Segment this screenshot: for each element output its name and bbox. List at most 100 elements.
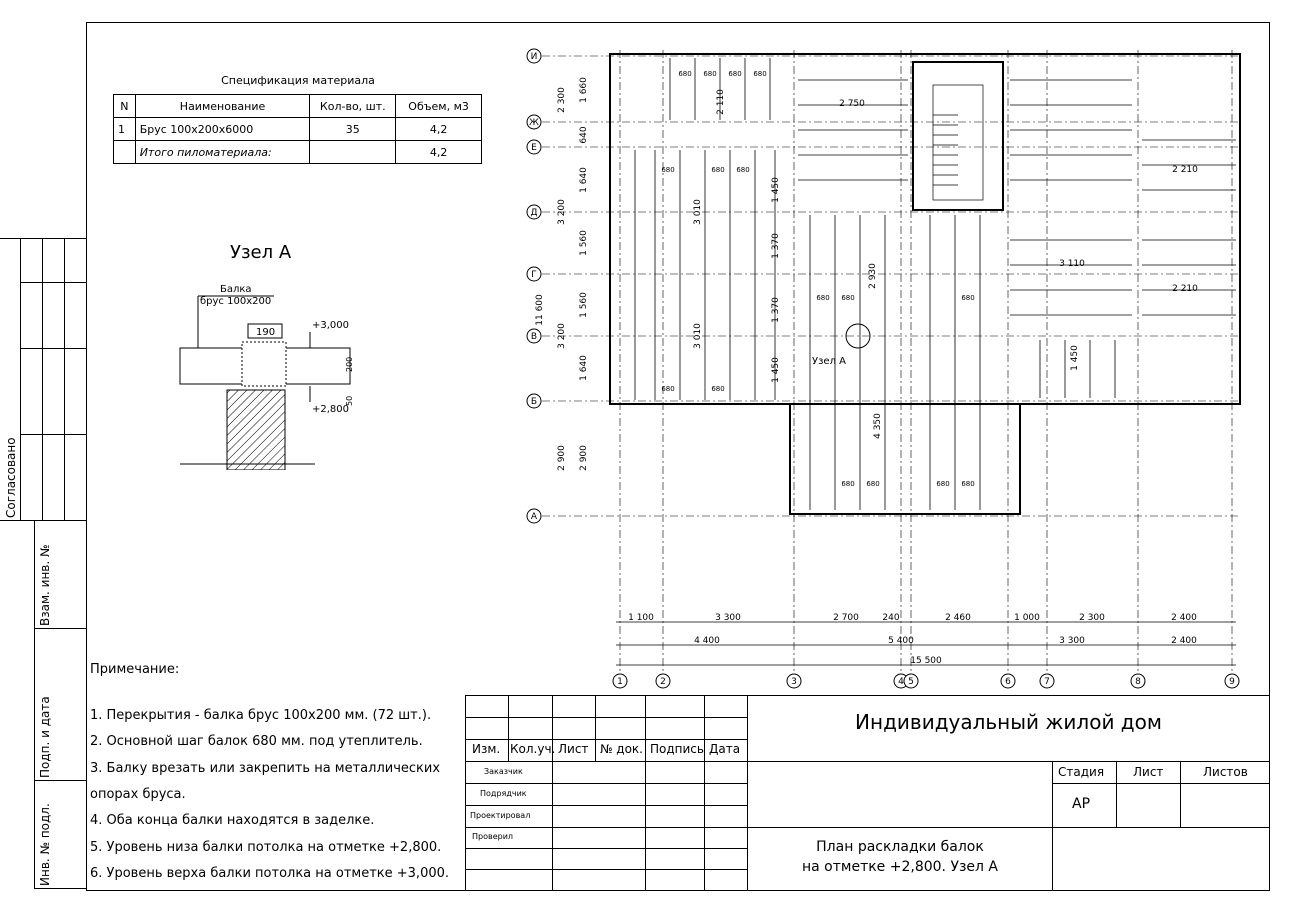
- side-stamp-row-line-6: [34, 780, 86, 781]
- tb-hline: [466, 783, 748, 784]
- note-line: 6. Уровень верха балки потолка на отметк…: [90, 866, 450, 881]
- col-axis-marker: 5: [903, 673, 919, 689]
- tb-project: Индивидуальный жилой дом: [855, 710, 1162, 734]
- tb-sheet-title-2: на отметке +2,800. Узел А: [801, 859, 999, 875]
- spacing-label: 680: [936, 480, 949, 488]
- tb-hline: [466, 739, 748, 740]
- side-stamp-bottom-line: [34, 888, 86, 889]
- row-axis-circle: [526, 114, 542, 130]
- note-line: 3. Балку врезать или закрепить на металл…: [90, 761, 441, 776]
- note-line: 1. Перекрытия - балка брус 100х200 мм. (…: [90, 708, 432, 723]
- room-span: 2 750: [839, 99, 865, 109]
- tb-right-vline: [1052, 761, 1053, 890]
- bottom-dim: 2 400: [1171, 613, 1197, 623]
- side-stamp-agreed: Согласовано: [4, 437, 18, 518]
- bottom-dim: 1 100: [628, 613, 654, 623]
- row-axis-circle: [526, 139, 542, 155]
- plan-frame: [609, 53, 1241, 515]
- node-dim-190: 190: [256, 327, 275, 338]
- bottom-dim: 3 300: [715, 613, 741, 623]
- tb-hline: [466, 869, 748, 870]
- row-axis-circle: [526, 48, 542, 64]
- left-dim-inner: 640: [579, 126, 589, 143]
- room-span: 2 110: [716, 89, 726, 115]
- col-axis-circle: [1039, 673, 1055, 689]
- side-stamp: Согласовано Взам. инв. № Подп. и дата Ин…: [0, 0, 86, 911]
- bottom-dim: 2 460: [945, 613, 971, 623]
- tb-vline: [595, 696, 596, 761]
- left-dim-inner: 1 660: [579, 77, 589, 103]
- tb-hline: [466, 717, 748, 718]
- spec-cell: [113, 140, 136, 164]
- spacing-label: 680: [736, 166, 749, 174]
- room-span: 1 450: [771, 357, 781, 383]
- spacing-label: 680: [866, 480, 879, 488]
- tb-col-header: Дата: [709, 742, 741, 756]
- spec-title: Спецификация материала: [221, 74, 375, 87]
- room-span: 2 210: [1172, 284, 1198, 294]
- row-axis-marker: Е: [526, 139, 542, 155]
- node-dim-50: 50: [345, 396, 354, 406]
- side-stamp-sign-date: Подп. и дата: [38, 696, 52, 778]
- grid-lines: [542, 50, 1240, 674]
- row-axis-label: Д: [530, 208, 537, 218]
- col-axis-marker: 1: [612, 673, 628, 689]
- col-axis-label: 5: [908, 677, 914, 687]
- spec-col-n: N: [113, 94, 136, 118]
- node-title: Узел А: [230, 242, 292, 263]
- bottom-dim-2: 2 400: [1171, 636, 1197, 646]
- spec-cell: Итого пиломатериала:: [134, 140, 311, 164]
- room-span: 1 370: [771, 233, 781, 259]
- spec-col-qty: Кол-во, шт.: [309, 94, 397, 118]
- node-marker: Узел А: [812, 323, 871, 367]
- side-stamp-col-line-2: [42, 238, 43, 520]
- spec-table: N Наименование Кол-во, шт. Объем, м3 1 Б…: [113, 94, 482, 164]
- tb-hline: [466, 827, 748, 828]
- left-dims: 2 300 3 200 3 200 2 900 1 660 640 1 640 …: [535, 77, 589, 471]
- row-axis-label: И: [531, 52, 538, 62]
- col-axis-circle: [1000, 673, 1016, 689]
- col-axis-label: 1: [617, 677, 623, 687]
- spacing-label: 680: [678, 70, 691, 78]
- bottom-dim-2: 5 400: [888, 636, 914, 646]
- tb-role: Проектировал: [470, 811, 531, 820]
- room-span: 3 110: [1059, 259, 1085, 269]
- tb-stage-vline: [1180, 761, 1181, 827]
- side-stamp-row-line-5: [34, 628, 86, 629]
- row-axis-marker: Д: [526, 204, 542, 220]
- note-line: 4. Оба конца балки находятся в заделке.: [90, 813, 375, 828]
- drawing-frame: [86, 22, 1270, 891]
- side-stamp-col-line-1: [20, 238, 21, 520]
- tb-sheets-hdr: Листов: [1203, 765, 1248, 779]
- notes-heading: Примечание:: [90, 662, 180, 677]
- side-stamp-row-line-2: [20, 348, 86, 349]
- tb-role: Подрядчик: [480, 789, 527, 798]
- tb-mid-hline: [748, 761, 1269, 762]
- node-dim-box: [247, 323, 283, 339]
- col-axis-label: 7: [1044, 677, 1050, 687]
- col-axis-label: 6: [1005, 677, 1011, 687]
- spacing-label: 680: [961, 294, 974, 302]
- spacing-label: 680: [961, 480, 974, 488]
- left-dim-inner: 1 560: [579, 292, 589, 318]
- spec-col-name: Наименование: [134, 94, 311, 118]
- node-level-bottom: +2,800: [312, 404, 349, 415]
- row-axis-label: Б: [531, 397, 537, 407]
- tb-hline: [466, 761, 748, 762]
- left-dim-outer: 2 900: [557, 445, 567, 471]
- node-detail-drawing: Балка брус 100х200 190 +3,000 +2,800 200…: [179, 284, 354, 470]
- left-dim-outer: 3 200: [557, 199, 567, 225]
- spacing-label: 680: [711, 166, 724, 174]
- row-axis-label: А: [531, 512, 538, 522]
- tb-stage-vline: [1116, 761, 1117, 827]
- col-axes: 1 2 3 4 5 6 7 8: [612, 673, 1240, 689]
- row-axis-label: Ж: [529, 118, 539, 128]
- row-axis-circle: [526, 328, 542, 344]
- side-stamp-row-line-3: [20, 434, 86, 435]
- room-span: 3 010: [693, 199, 703, 225]
- tb-hline: [466, 805, 748, 806]
- spacing-label: 680: [703, 70, 716, 78]
- tb-hline: [466, 848, 748, 849]
- left-dim-inner: 1 640: [579, 355, 589, 381]
- spec-col-vol: Объем, м3: [395, 94, 482, 118]
